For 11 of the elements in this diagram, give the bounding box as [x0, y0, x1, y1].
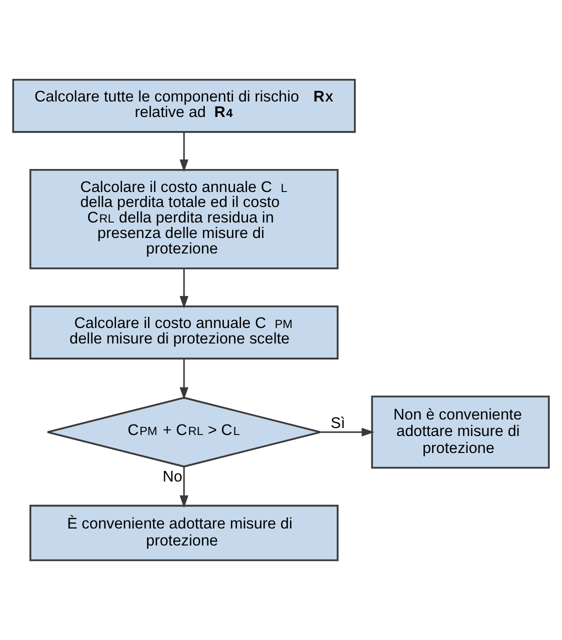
edge-label: No: [162, 468, 182, 486]
node-box: È conveniente adottare misure di protezione: [29, 504, 339, 562]
node-box: Calcolare tutte le componenti di rischio RX relative ad R4: [12, 78, 356, 133]
arrow: [180, 466, 188, 508]
node-diamond: CPM + CRL > CL: [46, 396, 322, 468]
arrow: [180, 132, 188, 172]
arrow: [320, 428, 374, 437]
arrow: [180, 358, 188, 400]
node-box: Non è conveniente adottare misure di protezione: [371, 396, 550, 469]
arrow: [180, 268, 188, 309]
edge-label: Sì: [330, 414, 346, 432]
